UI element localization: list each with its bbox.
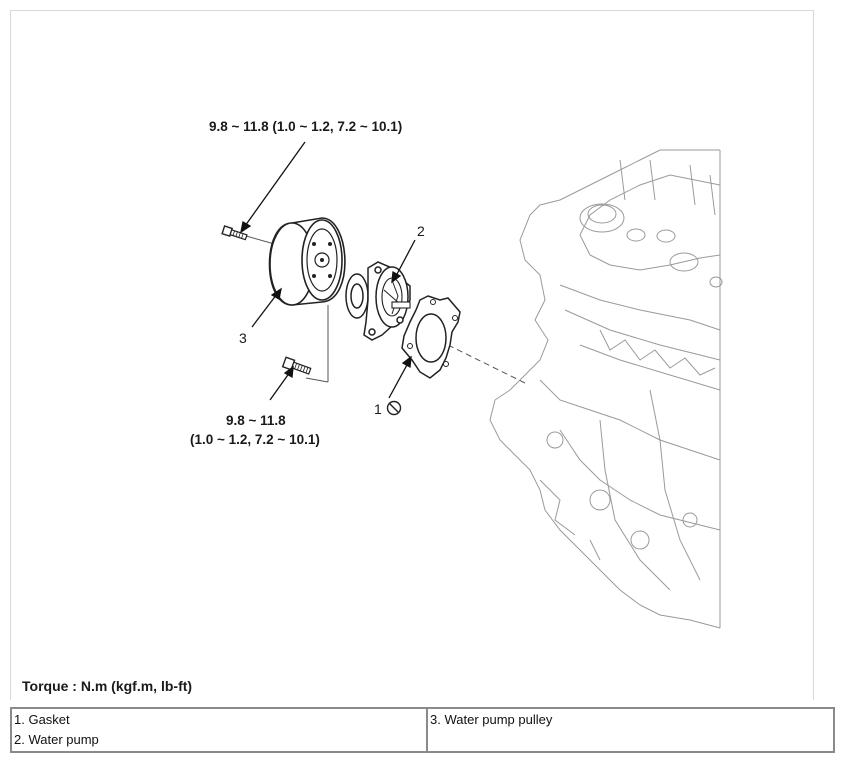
pulley-bolt <box>221 225 248 241</box>
legend-cell-right: 3. Water pump pulley <box>426 707 835 753</box>
alignment-line-bolt <box>305 377 329 383</box>
engine-block <box>489 149 723 629</box>
pump-bolt <box>281 356 312 375</box>
water-pump-diagram: 9.8 ~ 11.8 (1.0 ~ 1.2, 7.2 ~ 10.1) 9.8 ~… <box>190 119 723 629</box>
water-pump <box>345 261 411 341</box>
torque-bottom-label-line1: 9.8 ~ 11.8 <box>226 413 286 428</box>
leader-lines <box>240 141 416 401</box>
water-pump-pulley <box>268 217 346 306</box>
figure-frame <box>10 10 814 700</box>
legend-item-water-pump: 2. Water pump <box>14 732 99 747</box>
legend-item-gasket: 1. Gasket <box>14 712 70 727</box>
prohibited-icon <box>386 400 402 416</box>
callout-2: 2 <box>417 223 425 239</box>
callout-1: 1 <box>374 401 382 417</box>
legend-cell-left: 1. Gasket 2. Water pump <box>10 707 428 753</box>
torque-units-note: Torque : N.m (kgf.m, lb-ft) <box>22 678 193 694</box>
callout-3: 3 <box>239 330 247 346</box>
table-row: 1. Gasket 2. Water pump 3. Water pump pu… <box>10 707 835 753</box>
legend-item-water-pump-pulley: 3. Water pump pulley <box>430 712 553 727</box>
alignment-line <box>447 344 526 384</box>
torque-top-label: 9.8 ~ 11.8 (1.0 ~ 1.2, 7.2 ~ 10.1) <box>209 119 402 134</box>
parts-legend-table: 1. Gasket 2. Water pump 3. Water pump pu… <box>10 707 835 753</box>
gasket <box>401 295 461 379</box>
torque-bottom-label-line2: (1.0 ~ 1.2, 7.2 ~ 10.1) <box>190 432 320 447</box>
